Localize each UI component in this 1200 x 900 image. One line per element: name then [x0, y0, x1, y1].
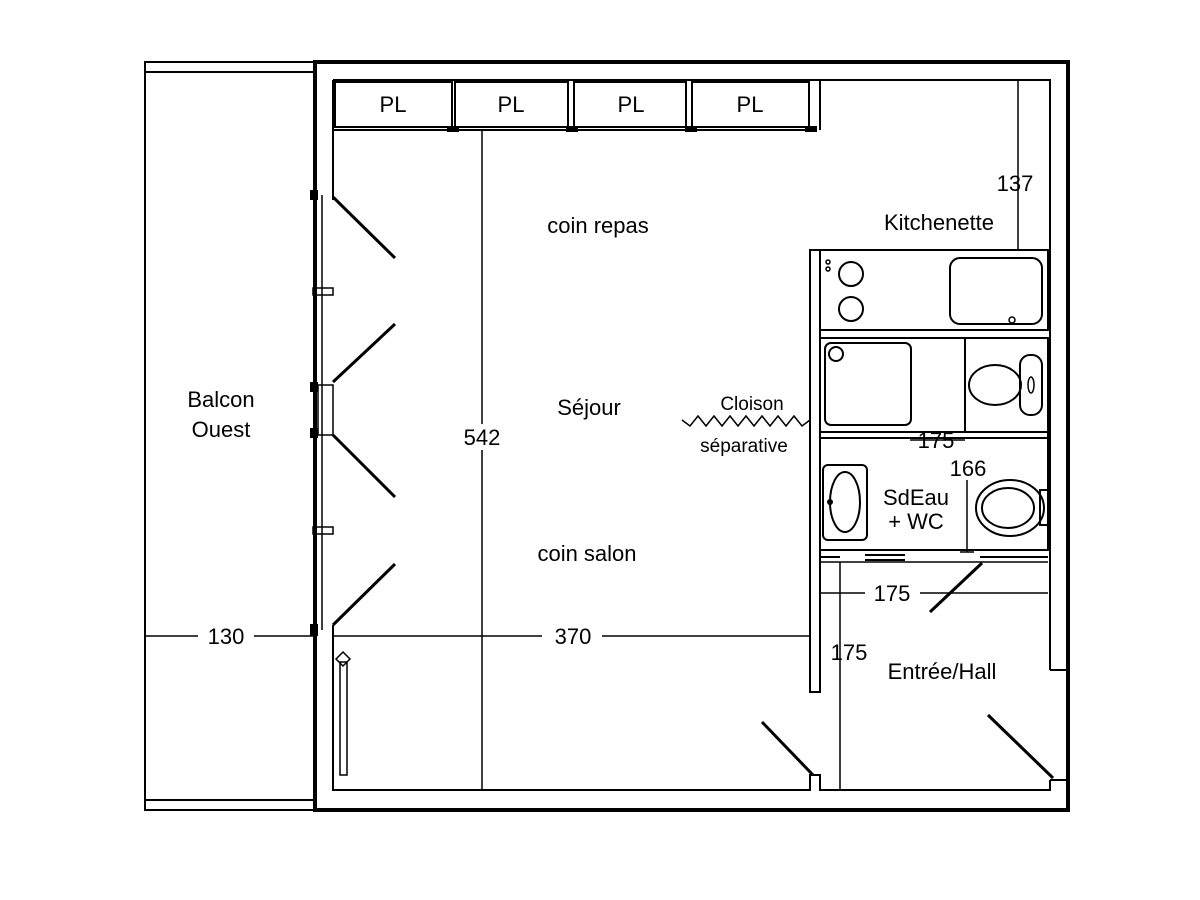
cupboard-label: PL	[618, 92, 645, 117]
dimension-hall-depth: 175	[831, 640, 868, 665]
window-leaf	[331, 433, 397, 499]
door-leaf	[760, 720, 815, 777]
room-label-living: Séjour	[557, 395, 621, 420]
room-label-hall: Entrée/Hall	[888, 659, 997, 684]
partition-label: Cloison	[720, 394, 783, 415]
toilet	[968, 364, 1022, 406]
entrance-hall: 175 175 Entrée/Hall	[760, 561, 1055, 790]
dimension-living-depth: 542	[464, 425, 501, 450]
zigzag-marker	[681, 414, 811, 428]
door-leaf	[928, 561, 984, 614]
dimension-kitchen-depth: 137	[997, 171, 1034, 196]
cupboard-label: PL	[737, 92, 764, 117]
window-leaf	[331, 195, 397, 260]
hob-burner	[838, 261, 864, 287]
room-label-bathroom: SdEau	[883, 485, 949, 510]
entry-door	[986, 713, 1055, 780]
kitchenette: Kitchenette 137	[819, 80, 1049, 331]
dimension-balcony-width: 130	[208, 624, 245, 649]
dimension-bathroom-width: 175	[918, 428, 955, 453]
dimension-bathroom-depth: 166	[950, 456, 987, 481]
exterior-walls	[313, 60, 1070, 812]
cupboards: PL PL PL PL	[333, 80, 821, 132]
room-label-dining: coin repas	[547, 213, 649, 238]
hob-burner	[838, 296, 864, 322]
cupboard	[454, 81, 569, 128]
dimension-living-width: 370	[555, 624, 592, 649]
cupboard	[334, 81, 453, 128]
cupboard	[691, 81, 810, 128]
room-label-bathroom-wc: + WC	[888, 509, 944, 534]
partition-label-2: séparative	[700, 436, 788, 457]
window-leaf	[331, 322, 397, 384]
room-label-kitchenette: Kitchenette	[884, 210, 994, 235]
dimension-hall-width: 175	[874, 581, 911, 606]
toilet	[975, 479, 1045, 537]
partition-annotation: Cloison séparative	[681, 394, 811, 457]
shower-tray	[824, 342, 912, 426]
balcony-annotations: Balcon Ouest 130	[145, 387, 315, 649]
cupboard	[573, 81, 687, 128]
radiator	[334, 650, 352, 776]
partition-wall	[809, 249, 821, 693]
window-wall	[310, 190, 397, 636]
cupboard-label: PL	[498, 92, 525, 117]
sink	[949, 257, 1043, 325]
window-leaf	[331, 562, 397, 627]
washbasin	[822, 464, 868, 541]
room-label-balcony: Balcon	[187, 387, 254, 412]
room-label-lounge: coin salon	[537, 541, 636, 566]
bathroom: SdEau + WC 175 166	[819, 337, 1049, 563]
cupboard-label: PL	[380, 92, 407, 117]
room-label-balcony-orientation: Ouest	[192, 417, 251, 442]
living-room: 542 370 coin repas Séjour coin salon	[333, 130, 810, 790]
